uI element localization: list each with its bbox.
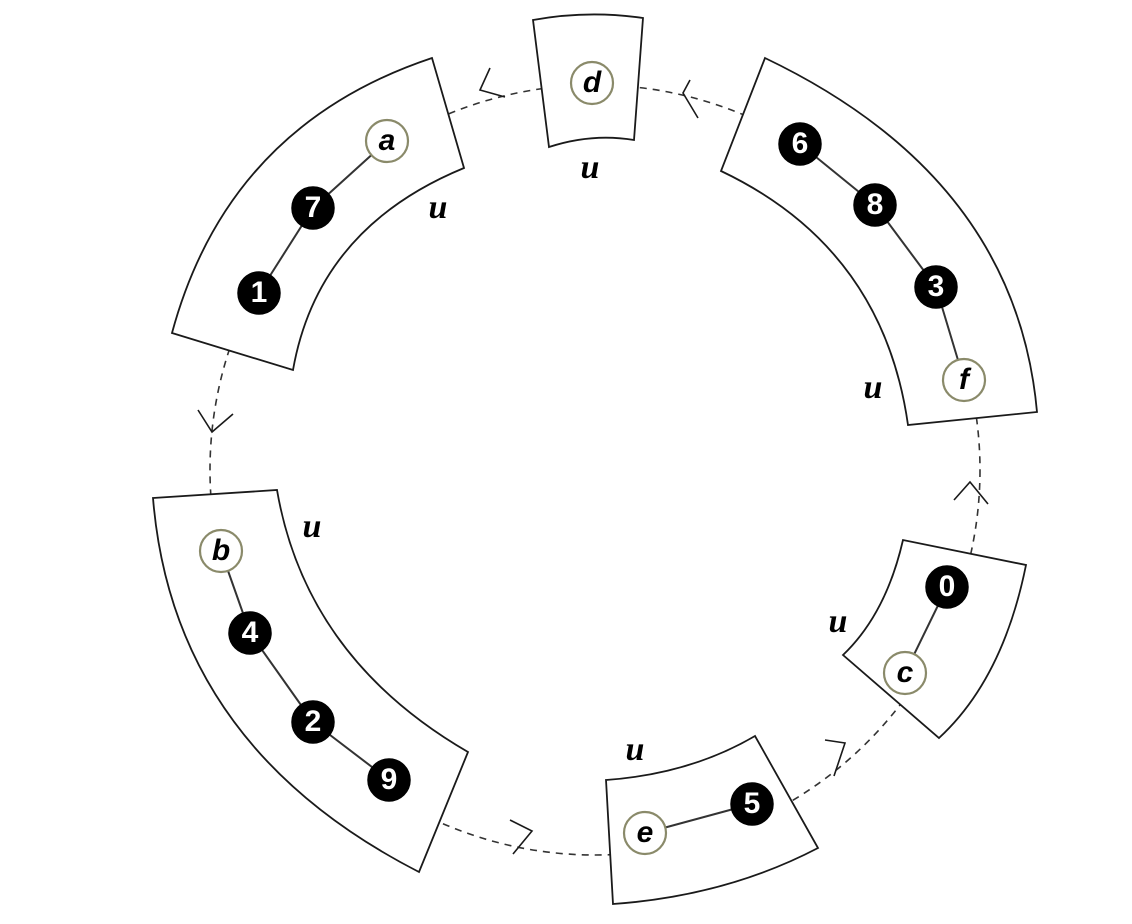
- node-5: 5: [730, 782, 774, 826]
- node-circle-8: [853, 183, 897, 227]
- node-circle-c: [882, 650, 928, 696]
- node-e: e: [622, 810, 668, 856]
- node-8: 8: [853, 183, 897, 227]
- node-circle-e: [622, 810, 668, 856]
- panel-bottom: [605, 734, 820, 905]
- node-f: f: [941, 357, 987, 403]
- arrow-top-left: [478, 67, 506, 98]
- arrow-bottom-left: [509, 819, 534, 855]
- node-a: a: [364, 118, 410, 164]
- u-label-left: u: [303, 508, 322, 545]
- node-c: c: [882, 650, 928, 696]
- u-labels-layer: u u u u u u: [303, 149, 883, 768]
- u-label-top-left: u: [429, 189, 448, 226]
- node-0: 0: [925, 565, 969, 609]
- node-circle-4: [228, 611, 272, 655]
- node-circle-0: [925, 565, 969, 609]
- node-circle-6: [778, 122, 822, 166]
- arrow-bottom-right: [824, 739, 847, 777]
- node-b: b: [198, 528, 244, 574]
- node-label-5: 5: [744, 787, 761, 820]
- node-label-3: 3: [928, 270, 945, 303]
- node-circle-5: [730, 782, 774, 826]
- node-circle-1: [237, 271, 281, 315]
- u-label-bottom: u: [626, 731, 645, 768]
- node-label-b: b: [212, 534, 230, 567]
- u-label-top: u: [581, 149, 600, 186]
- node-6: 6: [778, 122, 822, 166]
- node-label-a: a: [379, 124, 396, 157]
- node-circle-d: [569, 60, 615, 106]
- node-label-4: 4: [242, 616, 259, 649]
- node-label-e: e: [637, 816, 654, 849]
- u-label-right: u: [864, 369, 883, 406]
- arrow-left: [197, 409, 234, 434]
- node-label-d: d: [583, 66, 602, 99]
- direction-arrows: [197, 67, 989, 855]
- node-4: 4: [228, 611, 272, 655]
- node-circle-9: [367, 758, 411, 802]
- node-circle-b: [198, 528, 244, 574]
- node-label-6: 6: [792, 127, 809, 160]
- node-label-f: f: [959, 363, 972, 396]
- arrow-top-right: [682, 79, 699, 119]
- node-7: 7: [291, 186, 335, 230]
- node-circle-3: [914, 265, 958, 309]
- node-label-7: 7: [305, 191, 322, 224]
- node-label-0: 0: [939, 570, 956, 603]
- segment-panels: [152, 13, 1038, 905]
- node-2: 2: [291, 700, 335, 744]
- node-label-c: c: [897, 656, 914, 689]
- panel-bottom-right: [841, 538, 1028, 740]
- arrow-right: [953, 480, 989, 505]
- node-label-8: 8: [867, 188, 884, 221]
- node-9: 9: [367, 758, 411, 802]
- node-circle-f: [941, 357, 987, 403]
- node-d: d: [569, 60, 615, 106]
- node-circle-7: [291, 186, 335, 230]
- node-label-1: 1: [251, 276, 268, 309]
- u-label-bottom-right: u: [829, 603, 848, 640]
- node-circle-2: [291, 700, 335, 744]
- node-label-9: 9: [381, 763, 398, 796]
- node-1: 1: [237, 271, 281, 315]
- nodes-layer: 1 7 a d 6 8 3 f 0 c e 5 b 4 2 9: [198, 60, 987, 856]
- node-circle-a: [364, 118, 410, 164]
- node-3: 3: [914, 265, 958, 309]
- node-label-2: 2: [305, 705, 322, 738]
